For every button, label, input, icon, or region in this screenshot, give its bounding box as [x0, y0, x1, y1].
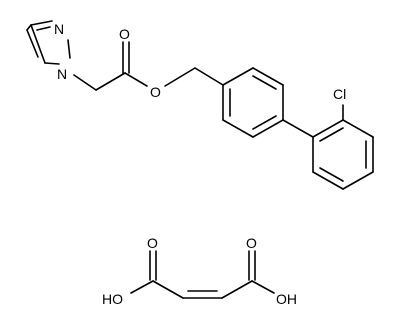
atom-left-hydroxyl-label: HO: [102, 291, 123, 307]
benzene-ring-central: [222, 67, 284, 138]
atom-n1-label: N: [57, 66, 67, 82]
maleic-acid: O O HO OH: [102, 235, 297, 307]
bond-biaryl: [282, 119, 314, 138]
bond-c-oester: [124, 72, 148, 87]
bond-c4-c5: [342, 171, 374, 190]
atom-carbonyl-o-label: O: [119, 26, 130, 42]
bond-n1-c5: [30, 24, 46, 64]
bond-ch2-c: [95, 72, 126, 91]
bond-c2-n3: [30, 20, 53, 26]
bond-c1-c2-inner: [319, 127, 344, 142]
bond-ch2-ring: [194, 67, 224, 86]
atom-ester-o-label: O: [150, 84, 161, 100]
bond-c2-n3-double: [36, 26, 51, 31]
bond-c5-c6: [312, 171, 344, 190]
atom-right-hydroxyl-label: OH: [276, 291, 297, 307]
atom-right-carbonyl-o-label: O: [246, 235, 257, 251]
bond-b2-b3: [252, 67, 284, 86]
bond-b1-b2: [222, 67, 254, 86]
acetate-chain: O O: [73, 26, 224, 100]
bond-left-c-ch: [152, 280, 184, 299]
bond-b5-b6: [222, 119, 254, 138]
atom-left-carbonyl-o-label: O: [147, 235, 158, 251]
bond-c5-c6-inner: [319, 167, 344, 182]
bond-right-c-oh: [251, 280, 275, 294]
bond-n1-ch2: [73, 74, 97, 91]
atom-chlorine-label: Cl: [333, 86, 346, 102]
bond-n3-c4: [67, 39, 71, 59]
bond-b2-b3-inner: [252, 75, 277, 90]
bond-c4-n1: [44, 62, 60, 65]
chlorophenyl-ring: Cl: [312, 86, 374, 190]
imidazole-ring: N N: [26, 20, 71, 82]
bond-b4-b5-inner: [252, 115, 277, 130]
bond-c5-c2: [26, 24, 32, 31]
bond-oester-ch2: [164, 67, 196, 87]
bond-c2-c3: [342, 119, 374, 138]
bond-b4-b5: [252, 119, 284, 138]
bond-n1-c5-double: [26, 29, 39, 58]
bond-c1-c2: [312, 119, 344, 138]
bond-left-c-oh: [130, 280, 154, 294]
atom-n3-label: N: [54, 21, 64, 37]
bond-ch-right-c: [221, 280, 253, 299]
